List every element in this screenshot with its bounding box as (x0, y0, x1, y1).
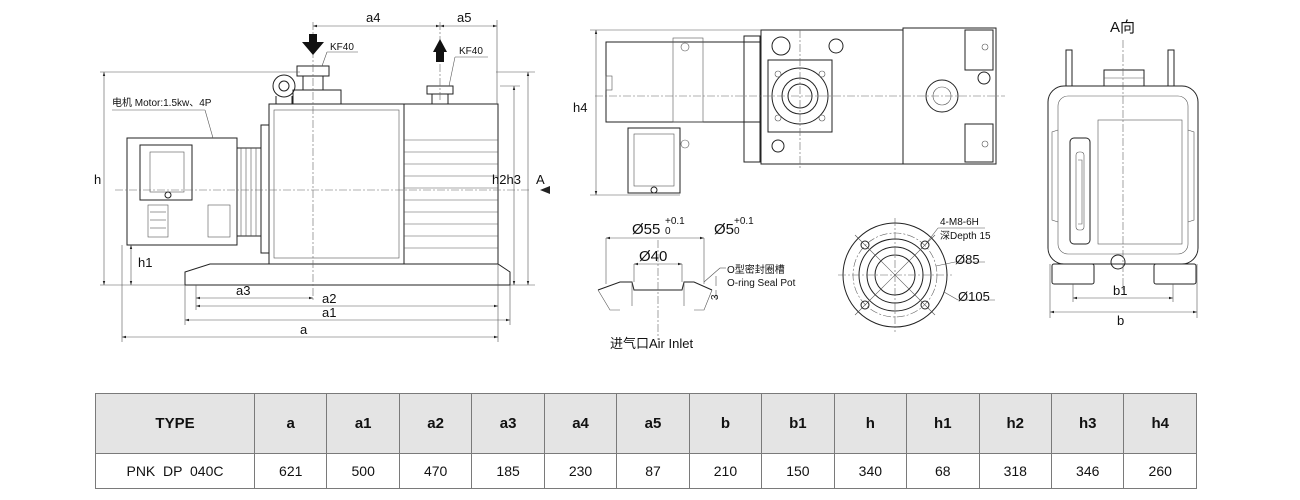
col-header-a: a (253, 393, 328, 454)
dim-b: b (1117, 313, 1124, 328)
view-a-marker: A (536, 172, 545, 187)
diam-55: Ø55 (632, 221, 660, 238)
diam-5: Ø5 (714, 221, 734, 238)
dim-a5: a5 (457, 10, 471, 25)
diam-85: Ø85 (955, 252, 980, 267)
cell-a5: 87 (616, 453, 690, 489)
col-header-a5: a5 (616, 393, 690, 454)
col-header-a2: a2 (398, 393, 473, 454)
col-header-a4: a4 (543, 393, 618, 454)
spec-table: TYPE a a1 a2 a3 a4 a5 b b1 h h1 h2 h3 h4… (95, 393, 1197, 489)
bolt-holes-label: 4-M8-6H (940, 217, 979, 228)
dim-h: h (94, 172, 101, 187)
cell-h2: 318 (978, 453, 1052, 489)
col-header-b1: b1 (761, 393, 835, 454)
col-header-h: h (833, 393, 908, 454)
dim-a4: a4 (366, 10, 380, 25)
dim-h1: h1 (138, 255, 152, 270)
dim-a3: a3 (236, 283, 250, 298)
col-header-a1: a1 (326, 393, 400, 454)
a-direction-view: A向 b1 b (1047, 19, 1199, 328)
dim-b1: b1 (1113, 283, 1127, 298)
bolt-depth-label: 深Depth 15 (940, 230, 991, 242)
groove-depth: 3 (710, 294, 721, 300)
diam-55-tol-lower: 0 (665, 226, 671, 237)
cell-a1: 500 (326, 453, 400, 489)
cell-a: 621 (253, 453, 328, 489)
cell-h: 340 (833, 453, 908, 489)
col-header-h2: h2 (978, 393, 1052, 454)
cell-b1: 150 (761, 453, 835, 489)
diam-105: Ø105 (958, 289, 990, 304)
dim-a1: a1 (322, 305, 336, 320)
col-header-type: TYPE (95, 393, 255, 454)
diam-40: Ø40 (639, 248, 667, 265)
technical-drawing: KF40 KF40 电机 Motor:1.5kw、4P a4 a5 h h1 h… (94, 10, 1199, 351)
cell-a2: 470 (398, 453, 473, 489)
diam-55-tol-upper: +0.1 (665, 216, 685, 227)
cell-h3: 346 (1050, 453, 1125, 489)
dim-h4: h4 (573, 100, 587, 115)
col-header-h4: h4 (1123, 393, 1197, 454)
top-view: h4 (573, 27, 1005, 196)
col-header-b: b (688, 393, 763, 454)
diam-5-tol-upper: +0.1 (734, 216, 754, 227)
col-header-h1: h1 (906, 393, 980, 454)
dim-a: a (300, 322, 308, 337)
cell-a4: 230 (543, 453, 618, 489)
cell-b: 210 (688, 453, 763, 489)
col-header-a3: a3 (471, 393, 545, 454)
cell-a3: 185 (471, 453, 545, 489)
motor-label: 电机 Motor:1.5kw、4P (112, 96, 212, 109)
dim-h2h3: h2h3 (492, 172, 521, 187)
kf40-outlet-label: KF40 (459, 46, 483, 57)
cell-type: PNK DP 040C (95, 453, 255, 489)
cell-h1: 68 (906, 453, 980, 489)
oring-label-cn: O型密封圈槽 (727, 263, 785, 276)
col-header-h3: h3 (1050, 393, 1125, 454)
a-view-title: A向 (1110, 19, 1135, 36)
flange-detail: 4-M8-6H 深Depth 15 Ø85 Ø105 (838, 217, 995, 332)
main-side-view: KF40 KF40 电机 Motor:1.5kw、4P a4 a5 h h1 h… (94, 10, 550, 342)
kf40-inlet-label: KF40 (330, 42, 354, 53)
diam-5-tol-lower: 0 (734, 226, 740, 237)
spec-header-row: TYPE a a1 a2 a3 a4 a5 b b1 h h1 h2 h3 h4 (95, 393, 1197, 454)
dim-a2: a2 (322, 291, 336, 306)
cell-h4: 260 (1123, 453, 1197, 489)
oring-label-en: O-ring Seal Pot (727, 278, 796, 289)
air-inlet-detail: Ø55 +0.1 0 Ø5 +0.1 0 Ø40 3 O型密封圈槽 O-ring… (597, 216, 796, 351)
table-row: PNK DP 040C 621 500 470 185 230 87 210 1… (95, 453, 1197, 489)
air-inlet-caption: 进气口Air Inlet (610, 336, 693, 351)
